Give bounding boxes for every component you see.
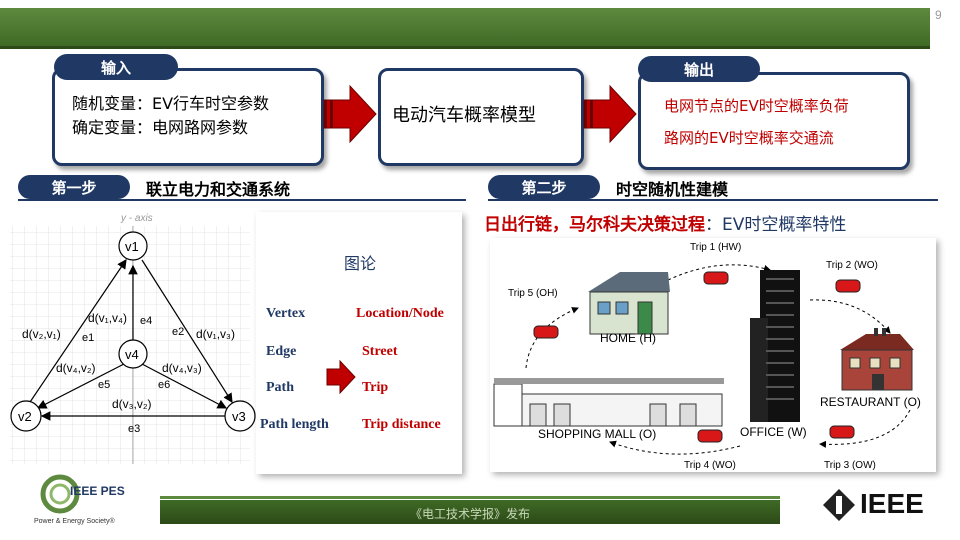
- edge-e1: [25, 259, 127, 409]
- node-v1-label: v1: [125, 239, 139, 254]
- footer-bar: [160, 500, 780, 524]
- y-axis-label: y - axis: [120, 213, 153, 224]
- input-line-2: 确定变量：电网路网参数: [72, 118, 249, 137]
- svg-text:d(v₄,v₃): d(v₄,v₃): [162, 361, 202, 375]
- output-line-1: 电网节点的EV时空概率负荷: [664, 97, 849, 115]
- svg-text:d(v₂,v₁): d(v₂,v₁): [22, 327, 61, 341]
- pes-logo-text: IEEE PES: [70, 484, 125, 498]
- ieee-logo: IEEE: [822, 486, 942, 526]
- term-path: Path: [266, 380, 294, 395]
- output-line-2: 路网的EV时空概率交通流: [664, 129, 834, 147]
- term-path-length: Path length: [260, 417, 329, 432]
- term-vertex: Vertex: [266, 306, 306, 321]
- edge-label-e5: e5: [98, 379, 110, 391]
- pes-logo-subtext: Power & Energy Society®: [34, 518, 115, 525]
- svg-text:d(v₄,v₂): d(v₄,v₂): [56, 361, 96, 375]
- node-v4: [118, 339, 148, 369]
- trip-chain-title-red: 日出行链，马尔科夫决策过程: [484, 215, 705, 235]
- node-v3-label: v3: [232, 409, 246, 424]
- svg-text:d(v₁,v₃): d(v₁,v₃): [196, 327, 235, 341]
- step2-tab: 第二步: [488, 175, 600, 199]
- mapped-trip: Trip: [362, 380, 389, 395]
- place-restaurant-label: RESTAURANT (O): [820, 395, 921, 409]
- edge-e5: [36, 363, 125, 409]
- node-v1: [118, 231, 148, 261]
- mapped-street: Street: [362, 344, 398, 359]
- place-home-label: HOME (H): [600, 331, 656, 345]
- ieee-pes-logo: IEEE PES Power & Energy Society®: [32, 474, 152, 530]
- graph-diagram: y - axis v1 v4 v2 v3 e1 e2 e3 e4 e5 e6 d…: [10, 213, 256, 464]
- trip4-label: Trip 4 (WO): [684, 460, 736, 471]
- place-office-label: OFFICE (W): [740, 425, 807, 439]
- output-box: [638, 72, 910, 170]
- graph-theory-heading: 图论: [344, 254, 377, 273]
- trip-diagram: Trip 1 (HW) Trip 2 (WO) Trip 3 (OW) Trip…: [493, 242, 921, 471]
- input-box: [52, 68, 324, 166]
- step2-underline: [488, 199, 938, 201]
- trip4-path: [609, 440, 741, 455]
- distance-labels: d(v₁,v₄) d(v₂,v₁) d(v₁,v₃) d(v₄,v₂) d(v₄…: [22, 311, 235, 411]
- arrow-input-to-model-icon: [323, 84, 377, 144]
- pes-globe-icon: [40, 474, 80, 514]
- input-tab: 输入: [54, 54, 178, 80]
- ieee-logo-text: IEEE: [860, 488, 924, 519]
- header-bar: [0, 8, 930, 46]
- svg-text:d(v₁,v₄): d(v₁,v₄): [88, 311, 127, 325]
- place-mall-label: SHOPPING MALL (O): [538, 427, 656, 441]
- mapped-location-node: Location/Node: [356, 306, 444, 321]
- step1-tab: 第一步: [18, 175, 130, 199]
- trip-chain-title: 日出行链，马尔科夫决策过程：EV时空概率特性: [484, 210, 846, 235]
- trip3-label: Trip 3 (OW): [824, 460, 876, 471]
- edge-e2: [141, 259, 233, 404]
- step2-title: 时空随机性建模: [616, 180, 729, 199]
- trip-chain-title-rest: ：EV时空概率特性: [705, 215, 847, 235]
- car-icons: [533, 271, 861, 443]
- edge-label-e3: e3: [128, 423, 140, 435]
- office-tower: [750, 270, 800, 422]
- home-building: [588, 272, 670, 335]
- node-v2: [10, 400, 42, 432]
- input-line-1: 随机变量：EV行车时空参数: [72, 94, 270, 113]
- model-box: [378, 68, 584, 166]
- edge-label-e4: e4: [140, 315, 152, 327]
- trip1-label: Trip 1 (HW): [690, 242, 741, 253]
- edge-label-e1: e1: [82, 332, 94, 344]
- shopping-mall-building: [493, 378, 724, 427]
- edge-label-e2: e2: [172, 326, 184, 338]
- step1-title: 联立电力和交通系统: [146, 180, 291, 199]
- page-number: 9: [935, 8, 942, 22]
- header-divider: [0, 46, 930, 49]
- node-v2-label: v2: [18, 409, 32, 424]
- term-edge: Edge: [266, 344, 297, 359]
- trip2-path: [809, 299, 891, 334]
- edge-e6: [141, 363, 228, 409]
- mapped-trip-distance: Trip distance: [362, 417, 441, 432]
- model-label: 电动汽车概率模型: [392, 105, 536, 126]
- trip3-path: [819, 409, 911, 448]
- footer-text: 《电工技术学报》发布: [409, 507, 530, 521]
- restaurant-building: [840, 328, 914, 391]
- arrow-model-to-output-icon: [583, 84, 637, 144]
- mapping-arrow-icon: [326, 360, 356, 394]
- graph-theory-panel: [256, 212, 462, 474]
- footer-divider: [160, 496, 780, 499]
- node-v4-label: v4: [125, 347, 139, 362]
- trip5-label: Trip 5 (OH): [508, 288, 558, 299]
- step1-underline: [18, 199, 466, 201]
- trip2-label: Trip 2 (WO): [826, 260, 878, 271]
- output-tab: 输出: [638, 56, 760, 82]
- edge-label-e6: e6: [158, 379, 170, 391]
- node-v3: [224, 400, 256, 432]
- svg-text:d(v₃,v₂): d(v₃,v₂): [112, 397, 152, 411]
- ieee-diamond-icon: [823, 489, 855, 521]
